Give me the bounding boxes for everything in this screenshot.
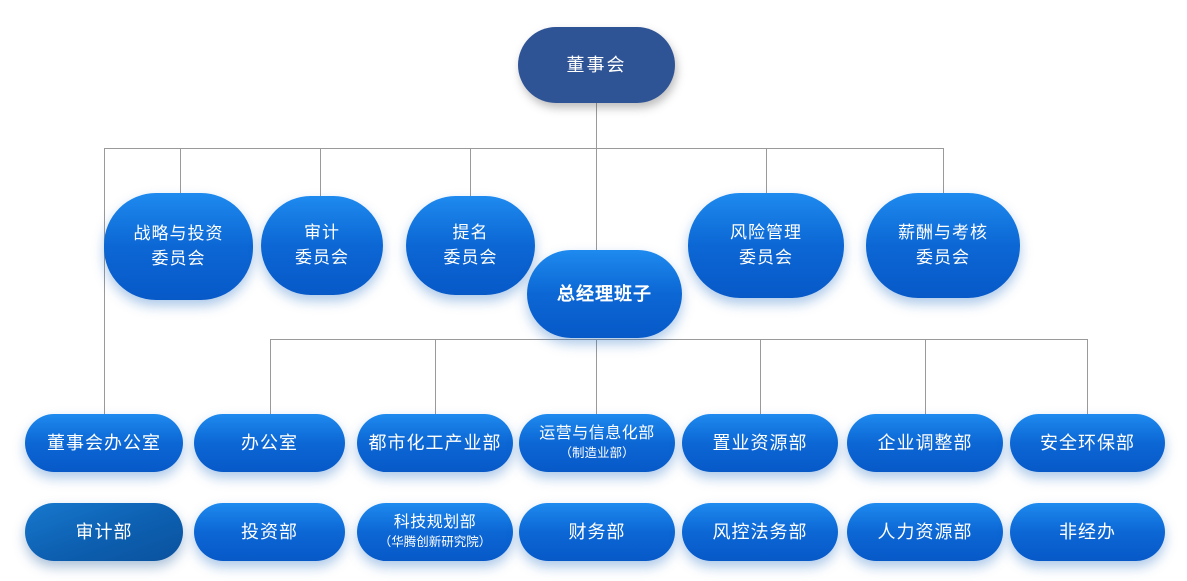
connector-root-drop [596, 103, 597, 148]
node-label: 财务部 [568, 521, 626, 542]
node-label: 都市化工产业部 [368, 432, 502, 453]
node-label: 投资部 [241, 521, 298, 542]
node-label: 人力资源部 [877, 521, 973, 542]
node-label: 置业资源部 [712, 432, 808, 453]
node-general-manager-team: 总经理班子 [527, 250, 682, 338]
connector-dept-operations-drop [596, 339, 597, 414]
node-label: 委员会 [295, 247, 349, 267]
node-label: 委员会 [151, 248, 206, 268]
node-committee-compensation-assessment: 薪酬与考核 委员会 [866, 193, 1020, 298]
connector-dept-chemical-drop [435, 339, 436, 414]
node-committee-nomination: 提名 委员会 [406, 196, 535, 295]
node-dept-risk-legal: 风控法务部 [682, 503, 838, 561]
node-sublabel: （制造业部） [559, 446, 635, 461]
node-dept-property-resources: 置业资源部 [682, 414, 838, 472]
node-label: 风险管理 [730, 222, 802, 242]
node-label: 战略与投资 [133, 223, 224, 243]
connector-level2-rail [270, 339, 1088, 340]
node-dept-enterprise-adjustment: 企业调整部 [847, 414, 1003, 472]
connector-committee-audit-drop [320, 148, 321, 196]
node-label: 审计部 [75, 521, 133, 542]
node-label: 提名 [452, 222, 489, 242]
connector-committee-nomination-drop [470, 148, 471, 196]
node-label: 办公室 [241, 432, 298, 453]
connector-committee-strategy-drop [180, 148, 181, 195]
node-label: 董事会 [566, 54, 627, 75]
node-dept-human-resources: 人力资源部 [847, 503, 1003, 561]
connector-committee-risk-drop [766, 148, 767, 195]
node-label: 总经理班子 [557, 283, 652, 304]
node-dept-investment: 投资部 [194, 503, 345, 561]
node-label: 安全环保部 [1040, 432, 1135, 453]
node-committee-strategy-investment: 战略与投资 委员会 [104, 193, 253, 300]
node-label: 风控法务部 [712, 521, 808, 542]
node-label: 运营与信息化部 [539, 425, 655, 443]
node-board-of-directors: 董事会 [518, 27, 675, 103]
node-label: 科技规划部 [393, 514, 477, 532]
node-label: 薪酬与考核 [898, 222, 988, 242]
node-committee-audit: 审计 委员会 [261, 196, 383, 295]
node-label: 委员会 [739, 247, 793, 267]
node-dept-operations-informatization: 运营与信息化部 （制造业部） [519, 414, 675, 472]
node-dept-audit: 审计部 [25, 503, 183, 561]
node-dept-urban-chemical: 都市化工产业部 [357, 414, 513, 472]
node-label: 委员会 [443, 247, 498, 267]
connector-dept-safety-drop [1087, 339, 1088, 414]
connector-dept-office-drop [270, 339, 271, 414]
connector-board-office-drop [104, 148, 105, 414]
node-label: 企业调整部 [877, 432, 973, 453]
connector-level1-rail [104, 148, 944, 149]
node-label: 董事会办公室 [47, 432, 161, 453]
node-dept-tech-planning: 科技规划部 （华腾创新研究院） [357, 503, 513, 561]
node-dept-board-office: 董事会办公室 [25, 414, 183, 472]
node-label: 审计 [304, 222, 340, 242]
node-label: 非经办 [1059, 521, 1116, 542]
connector-dept-adjustment-drop [925, 339, 926, 414]
connector-dept-property-drop [760, 339, 761, 414]
connector-gm-drop [596, 148, 597, 250]
node-sublabel: （华腾创新研究院） [378, 535, 492, 550]
node-dept-finance: 财务部 [519, 503, 675, 561]
node-label: 委员会 [916, 247, 970, 267]
connector-committee-compensation-drop [943, 148, 944, 195]
node-dept-non-operating: 非经办 [1010, 503, 1165, 561]
node-dept-office: 办公室 [194, 414, 345, 472]
node-committee-risk-management: 风险管理 委员会 [688, 193, 844, 298]
node-dept-safety-environment: 安全环保部 [1010, 414, 1165, 472]
